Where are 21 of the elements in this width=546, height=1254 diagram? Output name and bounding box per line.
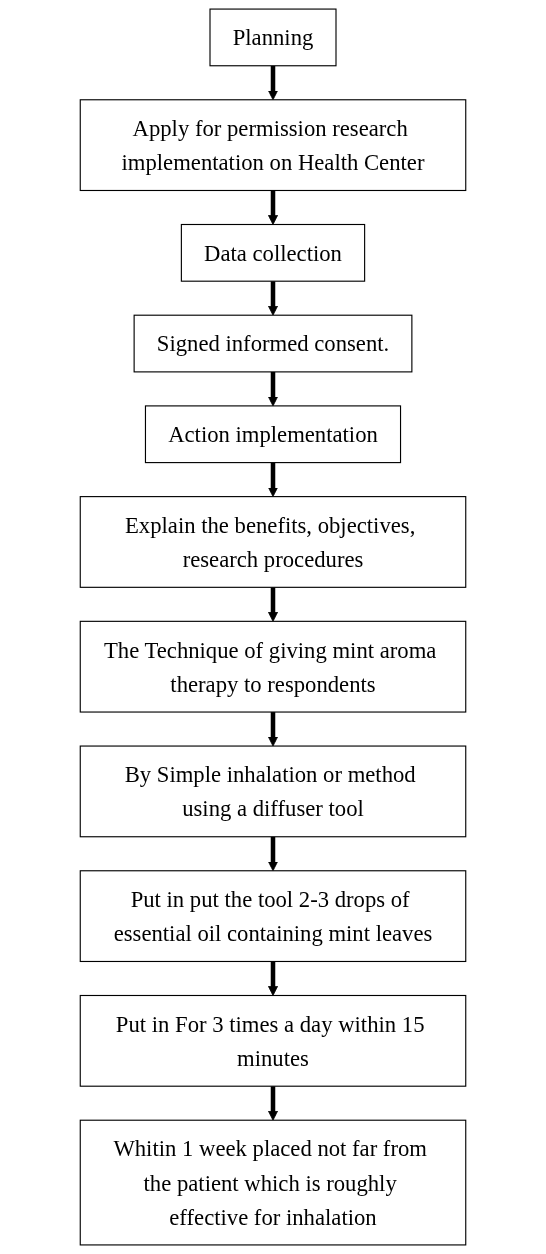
node-box: Apply for permission research implementation on Health Center <box>79 99 467 192</box>
node-box: Signed informed consent. <box>133 314 413 373</box>
node-box: Planning <box>209 8 337 67</box>
node-box: By Simple inhalation or method using a diffuser tool <box>79 745 467 838</box>
arrow <box>268 1086 278 1121</box>
arrow <box>268 712 278 747</box>
node-box: Data collection <box>180 223 366 282</box>
arrow <box>268 587 278 622</box>
node-box: Explain the benefits, objectives, research procedures <box>79 496 467 588</box>
node-box: Whitin 1 week placed not far from the patient which is roughly effective for inhalation <box>79 1119 467 1246</box>
arrow <box>268 836 278 872</box>
arrow <box>268 281 278 316</box>
node-box: Put in put the tool 2-3 drops of essential oil containing mint leaves <box>79 870 467 963</box>
arrow <box>268 371 278 407</box>
node-box: Action implementation <box>144 405 402 464</box>
node-box: The Technique of giving mint aroma therapy to respondents <box>79 620 467 713</box>
node-box: Put in For 3 times a day within 15 minutes <box>79 994 467 1087</box>
arrow <box>268 190 278 225</box>
arrow <box>268 462 278 498</box>
arrow <box>268 65 278 101</box>
arrow <box>268 961 278 996</box>
